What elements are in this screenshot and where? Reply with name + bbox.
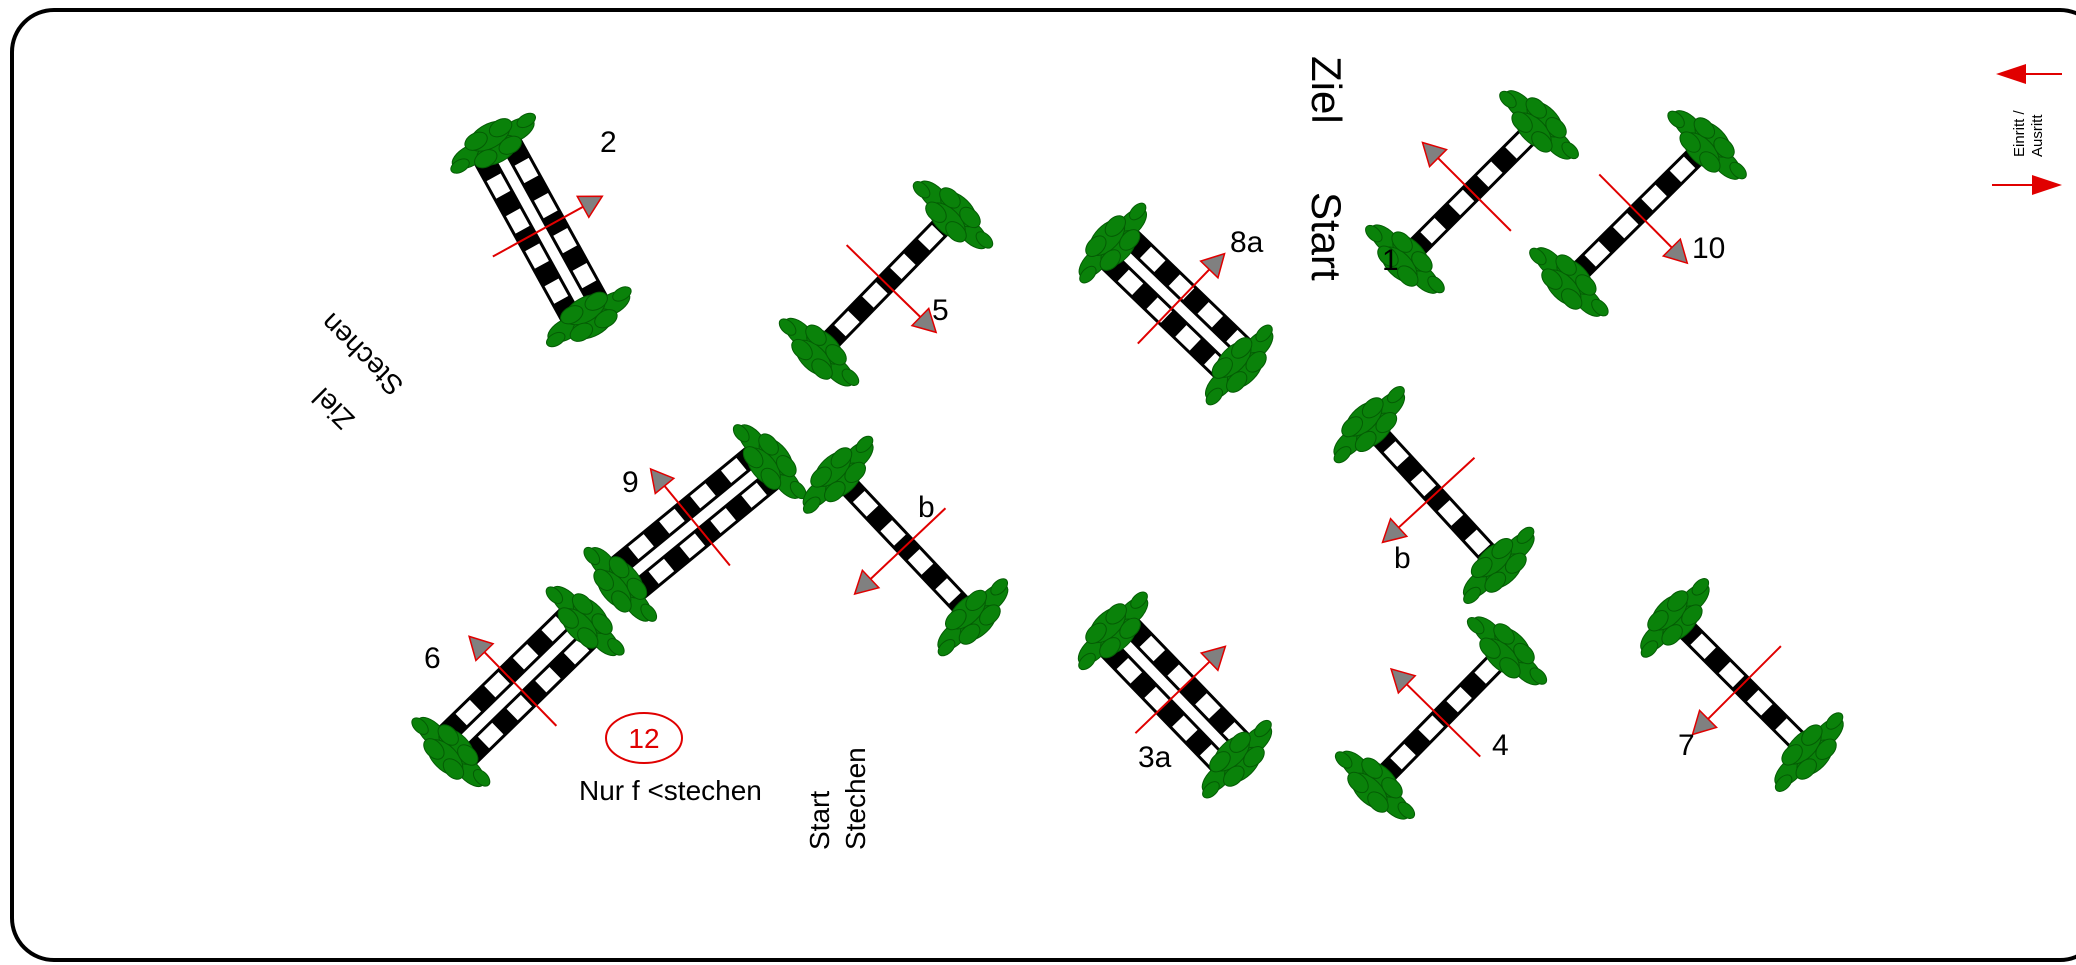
direction-arrow-line [1428,148,1512,232]
bush-wing [1334,750,1416,820]
obstacle-number: 3a [1138,741,1172,774]
bush-wing [778,317,860,387]
bush-wing [802,435,874,514]
bush-wing [1333,386,1406,464]
obstacle-9b: b [802,435,1009,657]
obstacle-10: 10 [1529,110,1747,317]
obstacle-8b: b [1333,386,1535,604]
bush-wing [1462,526,1535,604]
obstacle-number: 5 [932,294,949,327]
bush-wing [1078,202,1147,284]
jump-off-marker [605,712,683,764]
direction-arrow-head [1199,252,1226,280]
obstacle-2: 2 [450,112,632,348]
obstacle-number: b [918,491,935,524]
bush-wing [583,546,658,622]
bush-wing [732,424,807,500]
obstacle-7: 7 [1640,578,1844,792]
bush-wing [411,716,491,788]
obstacle-number: 6 [424,642,441,675]
direction-arrow-head [575,195,604,219]
entry-exit-marker: Einritt / Ausritt [1992,64,2062,195]
direction-arrow-line [1397,675,1481,758]
direction-arrow-head [1421,141,1448,168]
bush-wing [937,578,1009,657]
direction-arrow-head [1691,709,1718,736]
direction-arrow-line [1598,173,1681,257]
obstacle-9: 9 [583,424,807,622]
jump-off-note: Nur f <stechen [579,775,762,806]
bush-wing [1774,712,1844,792]
bush-wing [545,585,625,657]
obstacle-8a: 8a [1078,202,1274,406]
direction-arrow-head [1389,667,1417,695]
obstacle-number: b [1394,542,1411,575]
start-label: Start [1303,192,1350,281]
direction-arrow-head [1661,237,1689,265]
direction-arrow-head [910,307,938,334]
obstacle-6: 6 [411,585,625,788]
direction-arrow-head [468,635,495,662]
bush-wing [1205,324,1274,406]
stechen-start-label-2: Stechen [840,747,871,850]
ziel-label: Ziel [1303,56,1350,124]
obstacle-number: 9 [622,466,639,499]
obstacle-number: 2 [600,126,617,159]
obstacle-number: 8a [1230,226,1264,259]
bush-wing [1201,719,1273,799]
bush-wing [1077,591,1149,671]
entry-exit-label-1: Einritt / [2011,109,2028,157]
direction-arrow-line [1137,260,1219,345]
obstacle-5: 5 [778,180,994,387]
bush-wing [450,112,536,174]
obstacle-number: 1 [1382,244,1399,277]
bush-wing [1499,90,1579,160]
jump-off-number: 12 [628,723,659,754]
direction-arrow-head [649,467,676,495]
obstacle-number: 10 [1692,232,1725,265]
bush-wing [546,286,632,348]
direction-arrow-head [1381,517,1409,544]
bush-wing [1667,110,1747,180]
bush-wing [1365,224,1445,294]
bush-wing [1640,578,1710,658]
direction-arrow-line [1389,457,1476,537]
bush-wing [912,180,994,250]
entry-exit-label-2: Ausritt [2029,114,2046,157]
obstacle-1: 1 [1365,90,1579,294]
bush-wing [1466,616,1548,686]
entry-arrow-head [1996,64,2026,84]
direction-arrow-head [853,568,881,596]
exit-arrow-head [2032,175,2062,195]
obstacle-4: 4 [1334,616,1548,820]
direction-arrow-line [656,475,731,567]
obstacle-3a: 3a [1077,591,1273,799]
direction-arrow-line [1134,652,1219,734]
stechen-start-label-1: Start [804,791,835,850]
direction-arrow-line [845,244,930,327]
obstacle-number: 7 [1678,729,1695,762]
bush-wing [1529,247,1609,317]
arena-border [10,8,2076,962]
obstacle-number: 4 [1492,729,1509,762]
direction-arrow-line [475,642,558,727]
direction-arrow-line [861,507,947,588]
direction-arrow-line [492,200,595,258]
direction-arrow-head [1199,645,1227,672]
direction-arrow-line [1698,645,1782,729]
